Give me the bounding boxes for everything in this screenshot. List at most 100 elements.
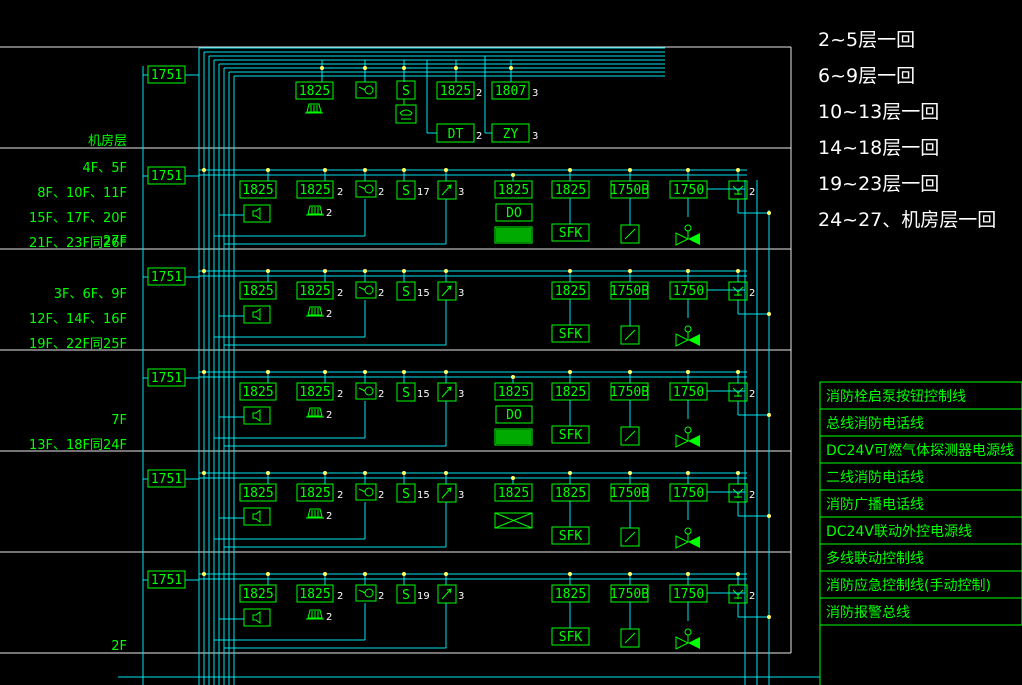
legend-text-0: 消防栓启泵按钮控制线 [826,389,966,405]
device-code: 1750B [610,385,649,400]
flow-icon [355,483,377,501]
junction-dot [266,168,270,172]
device-box [296,483,334,502]
module-1751: 1751 [147,368,186,387]
module-1825-bell: 1825 [296,483,334,502]
floor-label: 7F [111,413,127,428]
junction-dot [266,269,270,273]
control-box-icon [620,426,640,446]
flow-box [355,382,377,400]
phone-box [728,382,748,402]
floor-label: 19F、22F同25F [29,337,127,352]
junction-dot [686,572,690,576]
control-box-icon [620,527,640,547]
flow-ring [364,487,374,497]
flow-icon [355,382,377,400]
smoke-detector-icon: S [396,483,416,503]
ctl-slash [624,632,636,644]
count-label: 3 [458,288,464,299]
legend-text-8: 消防报警总线 [826,605,910,621]
loop-note-4: 19~23层一回 [818,173,939,195]
junction-dot [363,471,367,475]
smoke-code: S [402,184,410,199]
speaker-box [243,204,271,223]
bell-ribs [310,105,318,112]
device-box [495,203,533,222]
device-code: 1825 [555,385,586,400]
junction-dot [363,168,367,172]
count-label: 2 [749,389,755,400]
count-label: 19 [417,591,430,602]
count-label: 3 [458,389,464,400]
junction-dot [767,514,771,518]
module-1750b: 1750B [610,180,649,199]
junction-dot [363,370,367,374]
device-box [295,81,334,100]
flow-mark [358,286,366,291]
ctl-slash [624,228,636,240]
count-label: 2 [378,490,384,501]
manual-station-icon [437,584,457,604]
bell-icon [306,407,324,418]
flow-icon [355,81,377,99]
flow-mark [358,185,366,190]
valve-left [675,232,690,246]
heat-arrow [441,285,452,297]
valve-head [684,325,692,333]
junction-dot [202,471,206,475]
device-code: 1751 [151,270,182,285]
junction-dot [323,269,327,273]
valve-right [688,637,700,649]
count-label: 2 [476,131,482,142]
junction-dot [511,375,515,379]
valve-right [688,233,700,245]
flow-box [355,281,377,299]
valve-icon [675,224,700,246]
device-code: 1751 [151,472,182,487]
module-1825-gas: 1825 [494,180,533,199]
device-code: 1825 [299,385,330,400]
module-1825-broadcast: 1825 [239,382,277,401]
junction-dot [686,370,690,374]
phone-symbol [732,185,744,195]
device-box [296,281,334,300]
bell-icon [306,609,324,620]
speaker-icon [243,305,271,324]
smoke-code: S [402,487,410,502]
junction-dot [736,370,740,374]
heat-arrow [441,487,452,499]
zy-box: ZY [491,123,530,143]
heat-box [437,382,457,402]
device-code: 1825 [299,587,330,602]
bell-icon [306,306,324,317]
phone-jack-icon [728,584,748,604]
junction-dot [202,370,206,374]
speaker-shape [252,611,261,624]
valve-right [688,536,700,548]
count-label: 17 [417,187,430,198]
device-code: DO [506,408,522,423]
junction-dot [628,168,632,172]
frame [0,46,792,654]
count-label: 2 [378,591,384,602]
count-label: 2 [326,511,332,522]
control-box-icon [620,325,640,345]
floor-label: 8F、10F、11F [37,186,127,201]
device-code: 1751 [151,169,182,184]
smoke-box [396,483,416,503]
phone-symbol [732,286,744,296]
gas-valve-hatch [496,228,531,242]
manual-station-icon [437,382,457,402]
junction-dot [511,476,515,480]
sfk-box: SFK [551,526,590,545]
loop-note-3: 14~18层一回 [818,137,939,159]
device-box [239,584,277,603]
smoke-code: S [402,588,410,603]
junction-dot [363,269,367,273]
junction-dot [568,370,572,374]
count-label: 2 [326,612,332,623]
junction-dot [767,413,771,417]
